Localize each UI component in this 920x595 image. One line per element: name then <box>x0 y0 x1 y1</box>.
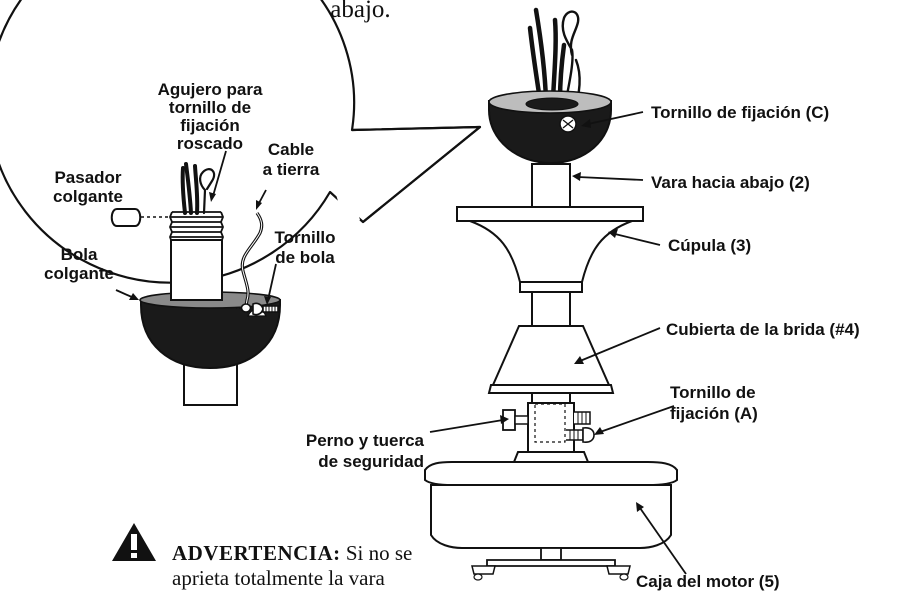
label-cupula: Cúpula (3) <box>668 236 751 255</box>
label-agujero-3: fijación <box>180 116 240 135</box>
label-cable-2: a tierra <box>263 160 320 179</box>
label-tornillo-a-2: fijación (A) <box>670 404 758 423</box>
label-agujero-2: tornillo de <box>169 98 251 117</box>
label-agujero-4: roscado <box>177 134 243 153</box>
main-bottom-bracket <box>471 547 631 581</box>
label-tornillo-c: Tornillo de fijación (C) <box>651 103 829 122</box>
warning-triangle-icon <box>112 523 156 561</box>
main-motor-housing <box>424 451 678 549</box>
label-bola-2: colgante <box>44 264 114 283</box>
main-coupling <box>502 402 595 454</box>
label-pasador-1: Pasador <box>54 168 121 187</box>
inset-hanger-pin <box>110 208 168 227</box>
main-canopy <box>456 206 644 293</box>
inset-ground-wire <box>236 212 264 313</box>
label-tornillo-bola-1: Tornillo <box>274 228 335 247</box>
inset-hanger-ball <box>140 299 281 370</box>
warning-text-line2: aprieta totalmente la vara <box>172 566 385 590</box>
label-cable-1: Cable <box>268 140 314 159</box>
detail-inset: Agujero para tornillo de fijación roscad… <box>0 0 482 406</box>
label-vara: Vara hacia abajo (2) <box>651 173 810 192</box>
main-assembly: Tornillo de fijación (C) Vara hacia abaj… <box>306 7 860 591</box>
main-leaders <box>429 111 687 575</box>
warning-text-line1: ADVERTENCIA: Si no se <box>172 541 412 566</box>
inset-wires <box>180 162 216 215</box>
label-perno-1: Perno y tuerca <box>306 431 425 450</box>
main-hanger-ball <box>488 100 612 165</box>
label-agujero-1: Agujero para <box>158 80 263 99</box>
label-bola-1: Bola <box>61 245 98 264</box>
label-caja: Caja del motor (5) <box>636 572 780 591</box>
label-perno-2: de seguridad <box>318 452 424 471</box>
warning-title: ADVERTENCIA: <box>172 541 341 565</box>
inset-ball-screw <box>252 302 279 316</box>
label-pasador-2: colgante <box>53 187 123 206</box>
warning-title-rest: Si no se <box>340 541 413 565</box>
inset-threads <box>169 211 224 241</box>
main-flange-cover <box>487 325 615 394</box>
label-tornillo-bola-2: de bola <box>275 248 335 267</box>
inset-downrod-upper <box>170 239 223 301</box>
label-tornillo-a-1: Tornillo de <box>670 383 756 402</box>
label-cubierta: Cubierta de la brida (#4) <box>666 320 860 339</box>
